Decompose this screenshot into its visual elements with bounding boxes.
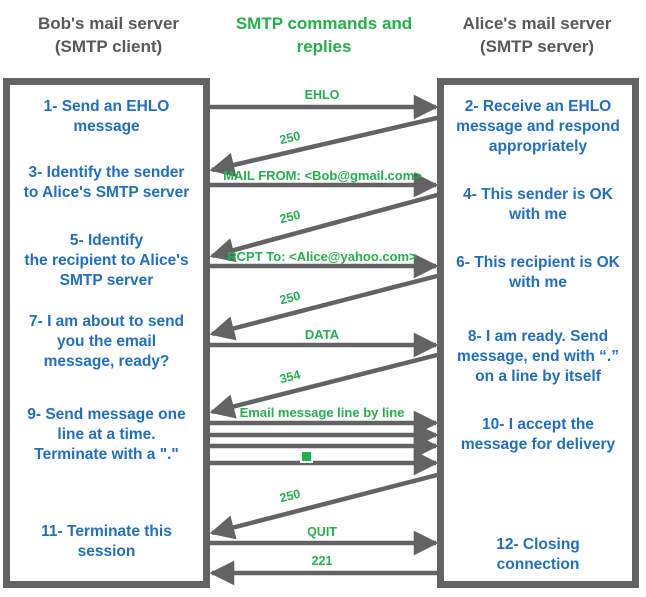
label-email-lines: Email message line by line: [239, 405, 405, 420]
client-step-5: 5- Identify the recipient to Alice's SMT…: [24, 232, 189, 289]
label-data: DATA: [304, 327, 340, 342]
label-quit: QUIT: [307, 525, 337, 539]
heading-middle: SMTP commands and replies: [235, 14, 413, 56]
heading-client: Bob's mail server (SMTP client): [37, 14, 180, 56]
arrow-354: [209, 351, 442, 419]
client-step-3: 3- Identify the sender to Alice's SMTP s…: [23, 164, 190, 201]
client-step-11: 11- Terminate this session: [41, 523, 172, 560]
label-rcpt-to: RCPT To: <Alice@yahoo.com>: [227, 249, 417, 264]
label-250-mail: 250: [278, 207, 302, 227]
client-steps-list: 1- Send an EHLO message 3- Identify the …: [10, 85, 203, 581]
server-step-8: 8- I am ready. Send message, end with “.…: [457, 328, 619, 385]
client-step-9: 9- Send message one line at a time. Term…: [27, 406, 186, 463]
server-step-2: 2- Receive an EHLO message and respond a…: [456, 98, 620, 155]
label-250-data: 250: [278, 486, 302, 506]
label-mail-from: MAIL FROM: <Bob@gmail.com>: [223, 168, 422, 183]
label-250-rcpt: 250: [278, 288, 302, 308]
label-ehlo: EHLO: [304, 88, 340, 102]
server-step-6: 6- This recipient is OK with me: [456, 254, 620, 291]
label-221: 221: [311, 554, 333, 568]
arrow-250-rcpt: [209, 272, 442, 341]
heading-server: Alice's mail server (SMTP server): [462, 14, 612, 56]
client-steps-panel: 1- Send an EHLO message 3- Identify the …: [3, 78, 210, 588]
message-terminator-dot-icon: [300, 450, 313, 463]
server-step-12: 12- Closing connection: [496, 536, 580, 573]
server-step-10: 10- I accept the message for delivery: [460, 416, 616, 453]
client-step-1: 1- Send an EHLO message: [43, 98, 170, 135]
label-250-ehlo: 250: [278, 128, 302, 148]
label-354: 354: [278, 367, 302, 387]
arrow-250-mail: [209, 191, 442, 263]
arrow-250-ehlo: [209, 114, 442, 178]
server-step-4: 4- This sender is OK with me: [463, 186, 613, 223]
server-steps-list: 2- Receive an EHLO message and respond a…: [444, 85, 632, 581]
client-step-7: 7- I am about to send you the email mess…: [28, 313, 184, 370]
server-steps-panel: 2- Receive an EHLO message and respond a…: [437, 78, 639, 588]
